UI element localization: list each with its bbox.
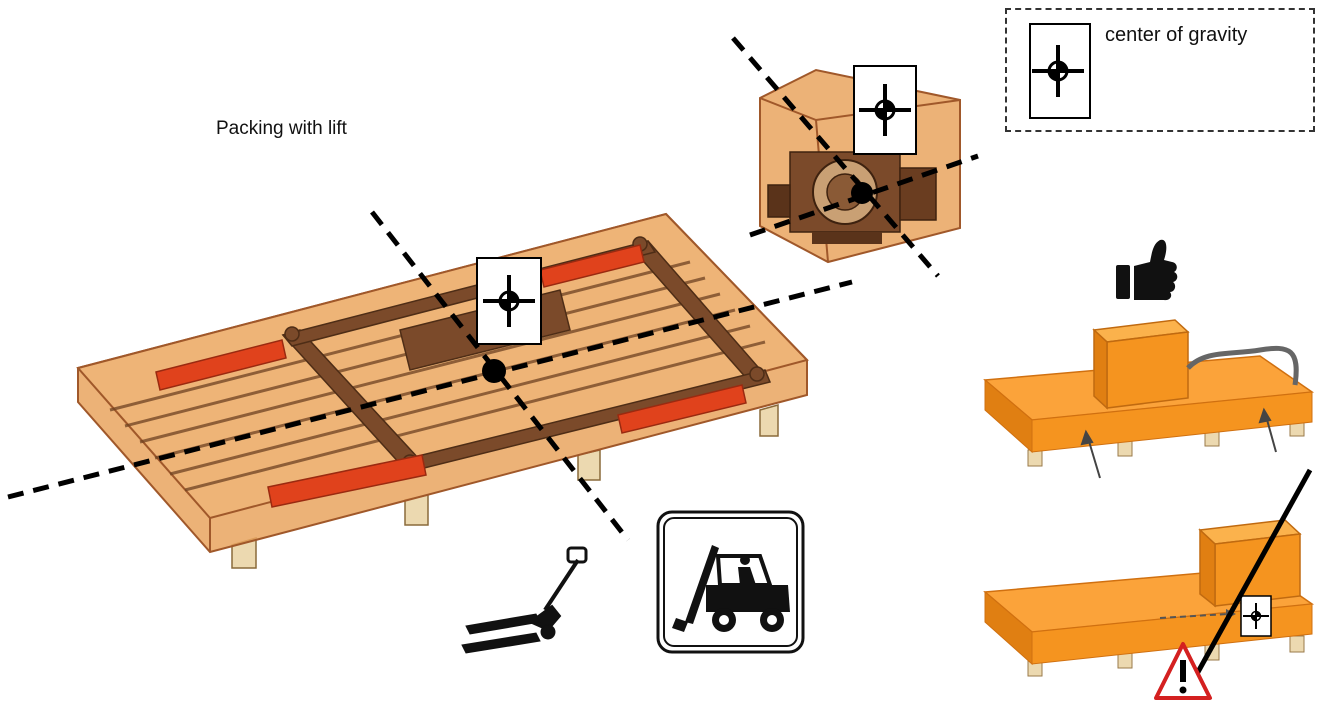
warning-triangle-icon — [1154, 642, 1212, 700]
good-pallet — [983, 319, 1315, 479]
motor-cog-point — [851, 182, 873, 204]
legend-cog-icon — [1029, 23, 1091, 119]
forklift-sign-icon — [656, 510, 805, 654]
pallet-jack-icon — [461, 546, 588, 654]
bad-pallet — [983, 468, 1315, 692]
crate-cog-point — [482, 359, 506, 383]
thumbs-up-icon — [1116, 239, 1178, 301]
legend: center of gravity — [1005, 8, 1315, 132]
red-support-blocks — [155, 244, 747, 508]
large-crate — [76, 212, 809, 569]
legend-label: center of gravity — [1105, 24, 1248, 46]
motor-cog-axes — [731, 36, 979, 278]
page-title: Packing with lift — [216, 118, 347, 139]
motor-cog-marker — [853, 65, 917, 155]
crate-cog-marker — [476, 257, 542, 345]
crate-skids — [231, 404, 779, 569]
